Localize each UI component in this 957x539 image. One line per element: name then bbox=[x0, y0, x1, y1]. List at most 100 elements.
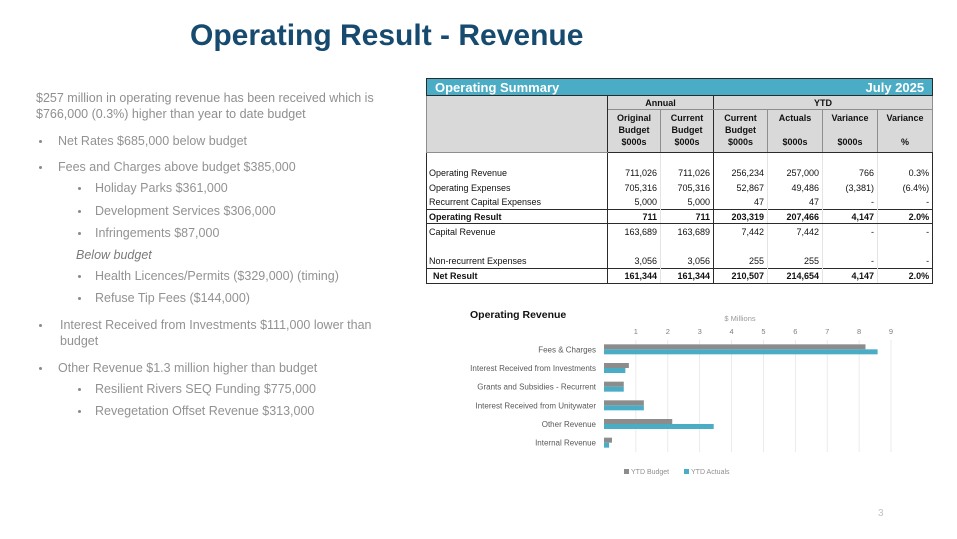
table-title: Operating Summary bbox=[435, 79, 560, 95]
bullet-icon bbox=[78, 297, 81, 300]
commentary-item-text: Resilient Rivers SEQ Funding $775,000 bbox=[95, 382, 316, 396]
category-label: Interest Received from Unitywater bbox=[476, 401, 597, 410]
chart-legend: YTD Budget YTD Actuals bbox=[624, 469, 730, 476]
spacer-cell bbox=[713, 239, 768, 254]
table-cell: 214,654 bbox=[767, 268, 823, 284]
column-header-current-budget-annual: Current Budget $000s bbox=[660, 109, 714, 153]
table-row-operating-result: Operating Result 711 711 203,319 207,466… bbox=[426, 209, 933, 224]
row-label: Operating Expenses bbox=[426, 180, 608, 195]
bullet-icon bbox=[78, 232, 81, 235]
table-cell: - bbox=[822, 254, 878, 269]
commentary-subheading: Below budget bbox=[76, 248, 152, 262]
commentary-subitem: Refuse Tip Fees ($144,000) bbox=[78, 290, 250, 306]
row-label: Capital Revenue bbox=[426, 223, 608, 239]
category-label: Other Revenue bbox=[542, 420, 597, 429]
table-title-bar: Operating Summary July 2025 bbox=[426, 78, 933, 96]
table-spacer-row bbox=[426, 152, 933, 166]
row-label-header bbox=[426, 95, 608, 153]
table-cell: - bbox=[926, 197, 930, 207]
table-cell: 4,147 bbox=[822, 209, 878, 224]
tick-label: 8 bbox=[857, 327, 861, 336]
table-cell: 49,486 bbox=[767, 180, 823, 195]
spacer-cell bbox=[607, 239, 661, 254]
commentary-subitem: Health Licences/Permits ($329,000) (timi… bbox=[78, 268, 339, 284]
commentary-subitem: Resilient Rivers SEQ Funding $775,000 bbox=[78, 381, 316, 397]
table-cell: 163,689 bbox=[607, 223, 661, 239]
bar-ytd-actuals bbox=[604, 405, 644, 411]
column-header-line: Current bbox=[670, 113, 704, 123]
table-column-header-row: Original Budget $000s Current Budget $00… bbox=[427, 109, 934, 153]
table-cell: 705,316 bbox=[607, 180, 661, 195]
commentary-item: Fees and Charges above budget $385,000 bbox=[39, 159, 296, 175]
table-row-net-result: Net Result 161,344 161,344 210,507 214,6… bbox=[426, 268, 933, 284]
table-cell: 47 bbox=[713, 195, 768, 210]
table-cell: 7,442 bbox=[713, 223, 768, 239]
table-cell: 711,026 bbox=[607, 165, 661, 180]
table-cell: (6.4%) bbox=[902, 182, 930, 193]
table-cell: 255 bbox=[767, 254, 823, 269]
table-cell: 705,316 bbox=[660, 180, 714, 195]
commentary-item-text: Holiday Parks $361,000 bbox=[95, 181, 228, 195]
operating-summary-table: Operating Summary July 2025 Annual YTD O… bbox=[426, 78, 934, 284]
commentary-item: Other Revenue $1.3 million higher than b… bbox=[39, 360, 318, 376]
table-cell: 766 bbox=[822, 165, 878, 180]
column-header-unit: $000s bbox=[727, 137, 754, 147]
commentary-item-text: Other Revenue $1.3 million higher than b… bbox=[58, 361, 318, 375]
spacer-cell bbox=[822, 152, 878, 165]
table-cell: 257,000 bbox=[767, 165, 823, 180]
table-title-cell: Operating Summary July 2025 bbox=[426, 78, 933, 96]
column-header-line: Budget bbox=[671, 125, 703, 135]
column-header-current-budget-ytd: Current Budget $000s bbox=[713, 109, 768, 153]
commentary-item-text: Interest Received from Investments $111,… bbox=[60, 318, 372, 348]
spacer-cell bbox=[878, 153, 933, 166]
table-cell: 5,000 bbox=[660, 195, 714, 210]
bullet-icon bbox=[39, 166, 42, 169]
column-header-line: Actuals bbox=[778, 113, 812, 123]
table-cell: 207,466 bbox=[767, 209, 823, 224]
commentary-subitem: Infringements $87,000 bbox=[78, 225, 219, 241]
table-cell: 3,056 bbox=[607, 254, 661, 269]
spacer-cell bbox=[607, 152, 661, 165]
commentary-item: Net Rates $685,000 below budget bbox=[39, 133, 247, 149]
table-cell: 203,319 bbox=[713, 209, 768, 224]
legend-label-ytd-actuals: YTD Actuals bbox=[691, 469, 730, 476]
row-label: Non-recurrent Expenses bbox=[426, 254, 608, 269]
table-cell: - bbox=[822, 195, 878, 210]
table-cell: 711 bbox=[607, 209, 661, 224]
column-header-unit: % bbox=[901, 137, 910, 147]
bar-ytd-actuals bbox=[604, 424, 714, 429]
table-cell: 47 bbox=[767, 195, 823, 210]
commentary-subitem: Revegetation Offset Revenue $313,000 bbox=[78, 403, 314, 419]
table-period: July 2025 bbox=[865, 79, 925, 95]
table-cell: 210,507 bbox=[713, 268, 768, 284]
commentary-item-text: Development Services $306,000 bbox=[95, 204, 276, 218]
table-cell: 52,867 bbox=[713, 180, 768, 195]
bullet-icon bbox=[39, 367, 42, 370]
category-label: Grants and Subsidies - Recurrent bbox=[477, 383, 597, 392]
group-header-annual: Annual bbox=[607, 95, 714, 110]
bar-ytd-actuals bbox=[604, 442, 610, 448]
table-row-non-recurrent-expenses: Non-recurrent Expenses 3,056 3,056 255 2… bbox=[426, 254, 933, 269]
tick-label: 2 bbox=[666, 327, 670, 336]
column-header-line: Budget bbox=[618, 125, 650, 135]
commentary-item-text: Refuse Tip Fees ($144,000) bbox=[95, 291, 250, 305]
table-cell: - bbox=[926, 226, 930, 237]
page-number: 3 bbox=[878, 508, 884, 519]
tick-label: 1 bbox=[634, 327, 638, 336]
tick-label: 4 bbox=[729, 327, 733, 336]
spacer-cell bbox=[426, 239, 608, 254]
bullet-icon bbox=[78, 210, 81, 213]
bullet-icon bbox=[39, 324, 42, 327]
category-label: Fees & Charges bbox=[538, 345, 596, 354]
table-cell: - bbox=[926, 256, 930, 266]
column-header-line: Current bbox=[724, 113, 757, 123]
bullet-icon bbox=[39, 140, 42, 143]
column-header-line bbox=[771, 124, 819, 136]
table-cell: 5,000 bbox=[607, 195, 661, 210]
row-label: Recurrent Capital Expenses bbox=[426, 195, 608, 210]
tick-label: 9 bbox=[889, 327, 893, 336]
category-label: Internal Revenue bbox=[535, 439, 596, 448]
column-header-variance-percent: Variance % bbox=[876, 109, 934, 153]
